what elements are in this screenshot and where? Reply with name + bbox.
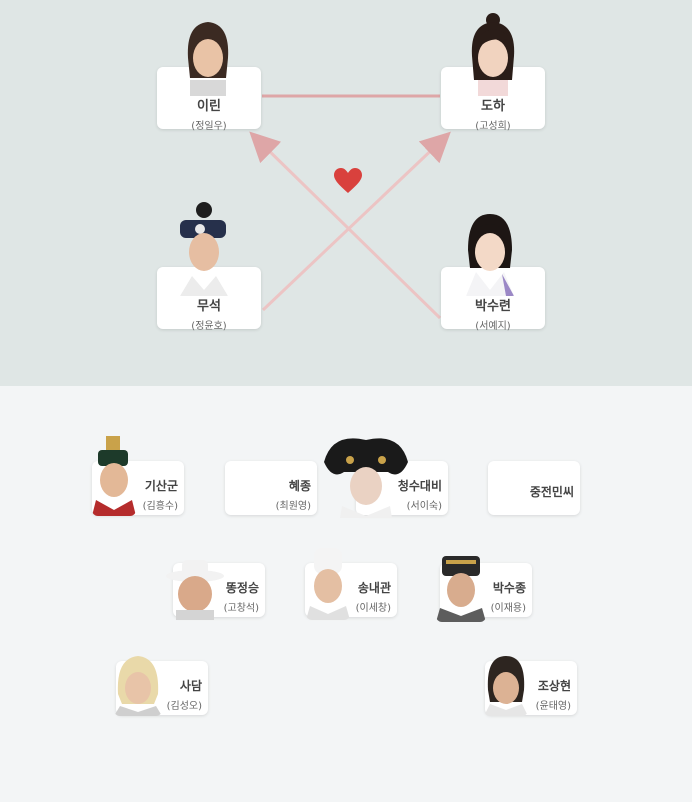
character-name: 중전민씨 [529, 485, 574, 499]
character-name: 이린 [197, 99, 221, 114]
character-card-parksuryeon[interactable]: 박수련 (서예지) [441, 267, 545, 332]
portrait-cheongsu [322, 432, 410, 518]
main-relationship-panel [0, 0, 692, 386]
actor-name: (이세창) [355, 603, 391, 614]
actor-name: (고성희) [475, 121, 511, 132]
actor-name: (이재용) [490, 603, 526, 614]
character-name: 도하 [481, 99, 505, 114]
character-name: 혜종 [288, 479, 311, 493]
character-card-doha[interactable]: 도하 (고성희) [441, 67, 545, 132]
character-name: 청수대비 [397, 479, 442, 493]
character-card-jungjeon[interactable]: 중전민씨 [488, 461, 580, 515]
portrait-irin [182, 18, 234, 96]
character-card-museok[interactable]: 무석 (정윤호) [157, 267, 261, 332]
portrait-parksuryeon [462, 210, 518, 296]
actor-name: (윤태영) [535, 701, 571, 712]
portrait-songnaegwan [306, 546, 350, 620]
actor-name: (정윤호) [191, 321, 227, 332]
actor-name: (정일우) [191, 121, 227, 132]
relationship-lines [249, 94, 451, 320]
portrait-parksujong [436, 552, 486, 622]
portrait-gisangun [92, 436, 136, 516]
actor-name: (서예지) [475, 321, 511, 332]
actor-name: (고창석) [223, 603, 259, 614]
character-name: 조상현 [537, 679, 571, 693]
portrait-doha [466, 10, 520, 96]
arrow-museok-doha [261, 131, 451, 312]
actor-name: (김흥수) [142, 501, 178, 512]
character-name: 무석 [197, 299, 221, 314]
actor-name: (서이숙) [406, 501, 442, 512]
character-name: 사담 [179, 679, 202, 693]
character-card-hyejong[interactable]: 혜종 (최원영) [225, 461, 317, 515]
actor-name: (김성오) [166, 701, 202, 712]
actor-name: (최원영) [275, 501, 311, 512]
character-name: 박수종 [492, 581, 526, 595]
portrait-sadam [114, 654, 162, 716]
portrait-ttongjeong [166, 556, 224, 620]
character-name: 기산군 [144, 479, 178, 493]
character-name: 박수련 [475, 299, 511, 314]
heart-icon [334, 168, 362, 193]
portrait-josanghyeon [484, 654, 528, 716]
character-name: 똥정승 [225, 581, 259, 595]
portrait-museok [176, 200, 232, 296]
character-name: 송내관 [357, 581, 391, 595]
arrow-suryeon-irin [249, 131, 442, 320]
